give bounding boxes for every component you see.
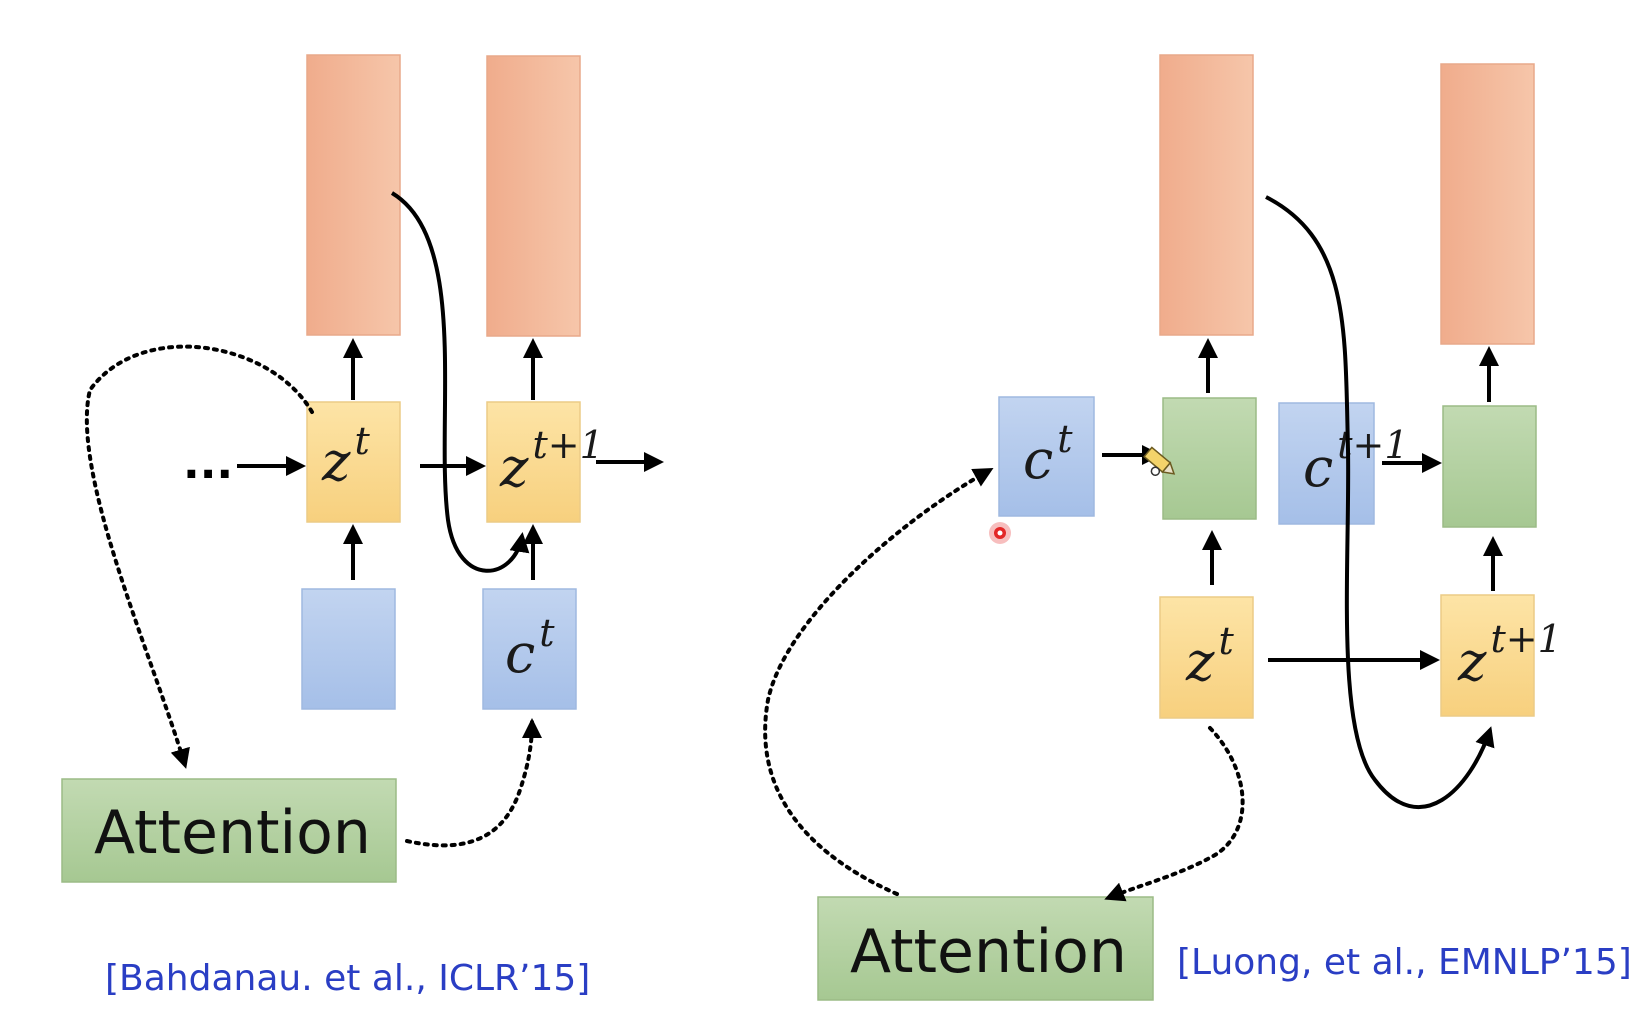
right-output-bar-1: [1159, 54, 1254, 336]
right-green-box-2: [1442, 405, 1537, 528]
left-citation: [Bahdanau. et al., ICLR’15]: [105, 958, 590, 999]
left-dotted-zt-to-attention: [84, 344, 314, 769]
cursor-dot-icon: [989, 522, 1011, 544]
right-feedback-curve: [1265, 195, 1495, 810]
right-green-box-1: [1162, 397, 1257, 520]
left-dotted-attention-to-ct: [405, 718, 542, 848]
right-output-bar-2: [1440, 63, 1535, 345]
right-c-t1-box: [1278, 402, 1375, 525]
right-attention-label: Attention: [850, 917, 1127, 987]
left-attention-box: [61, 778, 397, 883]
right-dotted-attention-to-ct: [763, 468, 994, 896]
left-input-box: [301, 588, 396, 710]
right-citation: [Luong, et al., EMNLP’15]: [1177, 942, 1632, 983]
left-feedback-curve: [390, 191, 530, 573]
left-attention-label: Attention: [94, 798, 371, 868]
left-z-t1-box: [486, 401, 581, 523]
right-attention-box: [817, 896, 1154, 1001]
right-z-t-box: [1159, 596, 1254, 719]
right-z-t1-box: [1440, 594, 1535, 717]
left-c-t-box: [482, 588, 577, 710]
left-ellipsis: ...: [183, 438, 233, 489]
right-c-t-box: [998, 396, 1095, 517]
left-output-bar-2: [486, 55, 581, 337]
left-output-bar-1: [306, 54, 401, 336]
right-dotted-zt-to-attention: [1104, 726, 1245, 902]
pencil-icon: [1143, 446, 1176, 476]
left-z-t-box: [306, 401, 401, 523]
